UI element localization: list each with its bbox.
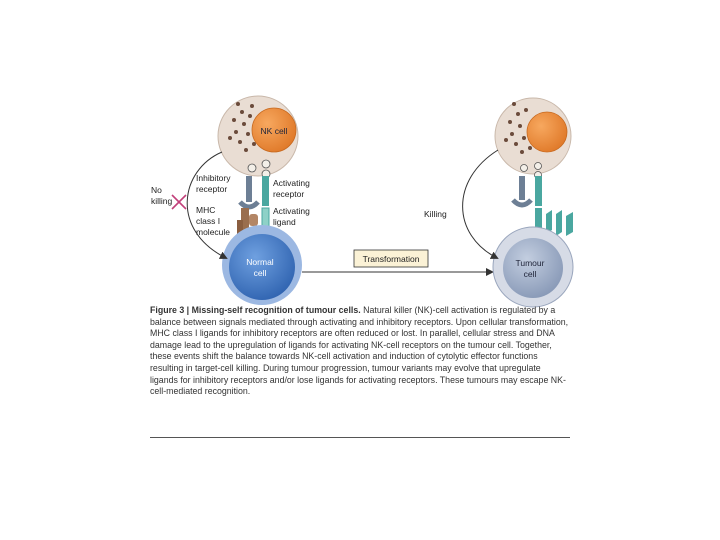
- no-killing-arrow: [186, 151, 228, 259]
- inhibitory-receptor-right: [511, 176, 533, 208]
- killing-label: Killing: [424, 209, 447, 219]
- tumour-cell-label-2: cell: [524, 269, 537, 279]
- tumour-cell: Tumour cell: [492, 226, 574, 308]
- activating-receptor-label-1: Activating: [273, 178, 310, 188]
- granules-left: [228, 102, 256, 152]
- transformation-label: Transformation: [363, 254, 420, 264]
- inhibitory-receptor-left: [238, 176, 260, 210]
- normal-cell-label-1: Normal: [246, 257, 274, 267]
- normal-cell: Normal cell: [222, 225, 302, 305]
- mhc-label-2: class I: [196, 216, 220, 226]
- mhc-label-1: MHC: [196, 205, 215, 215]
- activating-receptor-label-2: receptor: [273, 189, 304, 199]
- no-killing-label-1: No: [151, 185, 162, 195]
- no-killing-label-2: killing: [151, 196, 173, 206]
- tumour-cell-label-1: Tumour: [516, 258, 545, 268]
- nk-cell-label: NK cell: [261, 126, 288, 136]
- figure-caption: Figure 3 | Missing-self recognition of t…: [150, 305, 570, 398]
- nk-cell-right: [494, 97, 572, 179]
- caption-text: Natural killer (NK)-cell activation is r…: [150, 305, 569, 397]
- mhc-label-3: molecule: [196, 227, 230, 237]
- mhc-class-i-molecule: [237, 208, 258, 236]
- transformation-box: Transformation: [353, 249, 429, 268]
- inhibitory-receptor-label-2: receptor: [196, 184, 227, 194]
- activating-receptor-left: [262, 176, 269, 206]
- activating-ligands-tumour: [535, 208, 573, 236]
- nk-cell-left: NK cell: [217, 95, 299, 179]
- granules-right: [504, 102, 532, 154]
- inhibitory-receptor-label-1: Inhibitory: [196, 173, 231, 183]
- activating-ligand-label-1: Activating: [273, 206, 310, 216]
- killing-arrow: [462, 149, 499, 259]
- caption-divider: [150, 437, 570, 438]
- activating-ligand-label-2: ligand: [273, 217, 296, 227]
- no-killing-x-icon: [171, 194, 187, 210]
- normal-cell-label-2: cell: [254, 268, 267, 278]
- caption-title: Figure 3 | Missing-self recognition of t…: [150, 305, 361, 315]
- activating-receptor-right: [535, 176, 542, 206]
